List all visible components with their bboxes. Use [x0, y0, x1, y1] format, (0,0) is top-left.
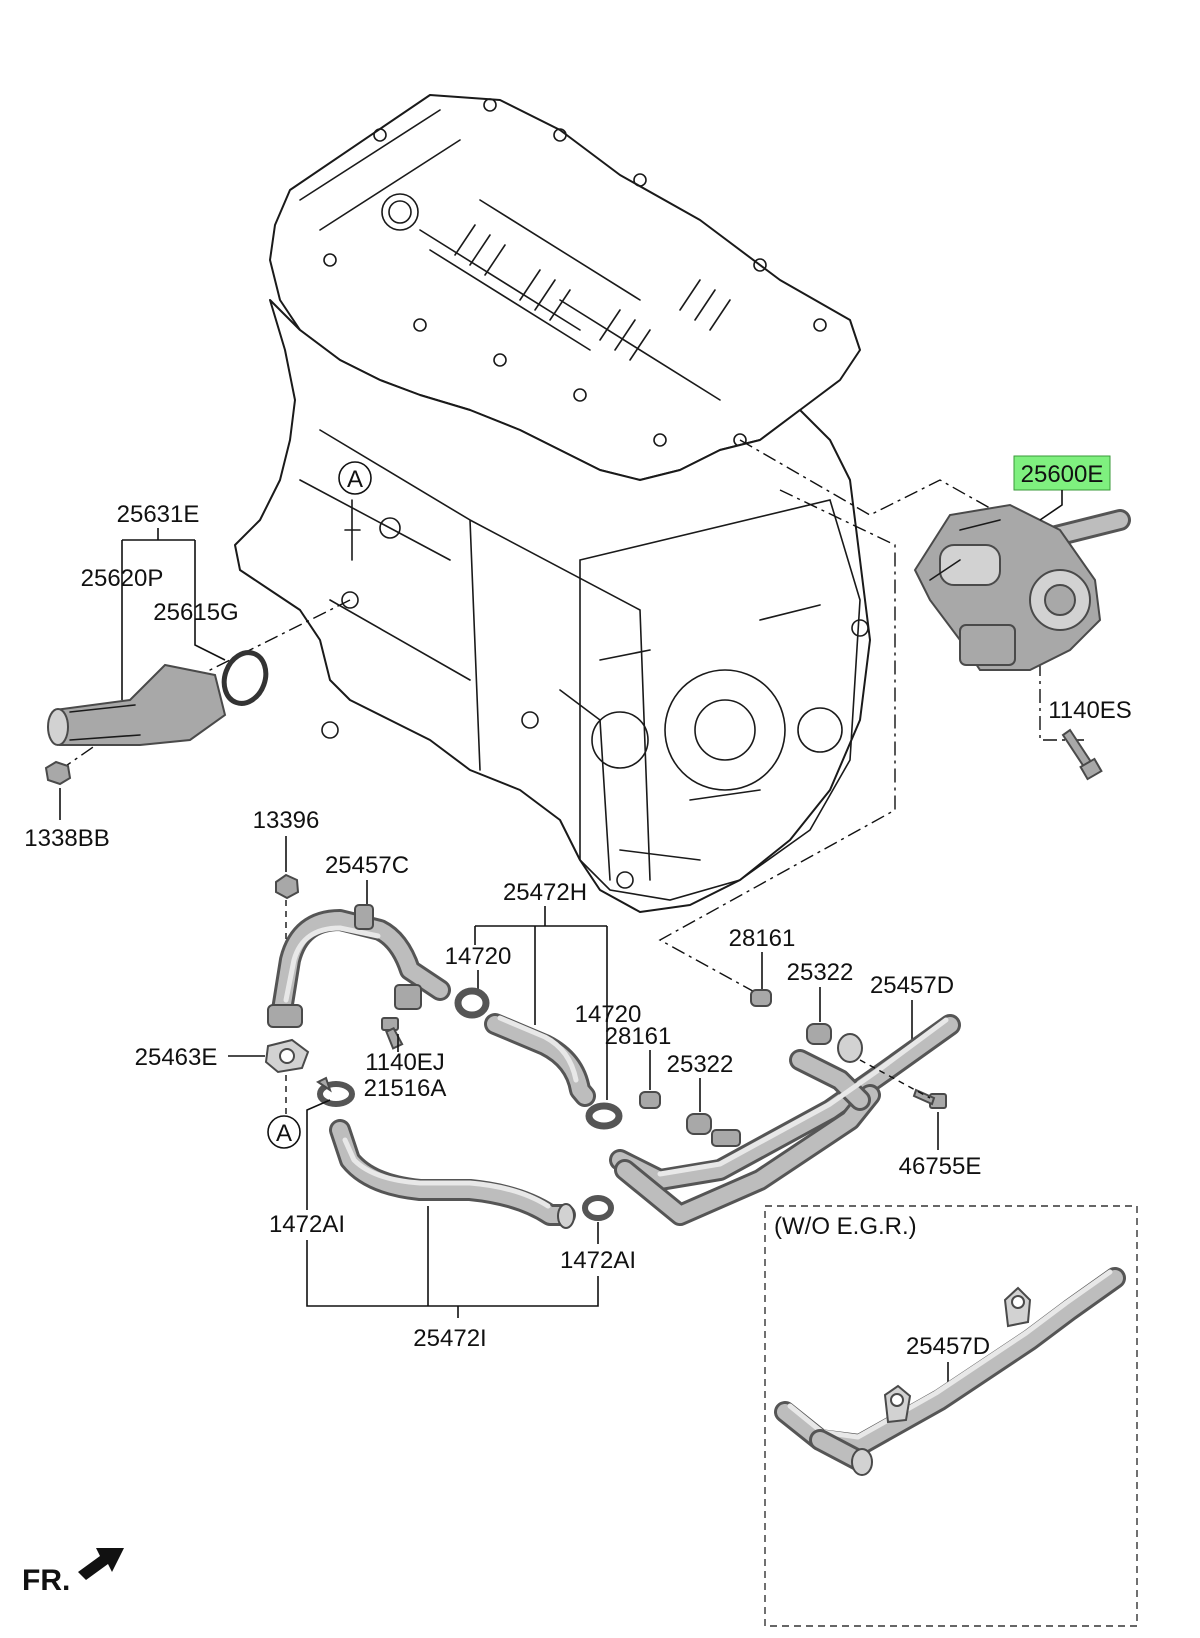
label-1140ej[interactable]: 1140EJ [365, 1049, 445, 1076]
leader-25472i [306, 1099, 599, 1318]
leader-25472h [474, 906, 608, 1100]
gasket-25463e[interactable] [264, 1038, 310, 1074]
label-14720-lower[interactable]: 14720 [575, 1001, 642, 1028]
label-46755e[interactable]: 46755E [899, 1153, 982, 1180]
engine-assembly [234, 94, 871, 913]
guide-line-lower [658, 489, 896, 996]
pipe-25457c[interactable] [267, 904, 451, 1028]
plug-28161-lower[interactable] [639, 1091, 661, 1109]
bolt-1140es[interactable] [1061, 728, 1103, 781]
inset-wo-egr-title: (W/O E.G.R.) [774, 1213, 917, 1240]
clamp-14720-upper[interactable] [454, 987, 490, 1019]
leader-25600e [1039, 490, 1063, 521]
pipe-25457d-main[interactable] [609, 1014, 961, 1226]
front-arrow-icon [78, 1548, 124, 1580]
label-25472h[interactable]: 25472H [503, 879, 587, 906]
label-25472i[interactable]: 25472I [413, 1325, 486, 1352]
guide-line-outlet [59, 599, 351, 771]
label-28161-lower[interactable]: 28161 [605, 1023, 672, 1050]
hose-25472h[interactable] [484, 1013, 596, 1107]
clamp-1472ai-right[interactable] [582, 1195, 614, 1221]
label-25620p[interactable]: 25620P [81, 565, 164, 592]
label-25463e[interactable]: 25463E [135, 1044, 218, 1071]
leader-25631e [121, 528, 226, 700]
bolt-1140ej[interactable] [381, 1017, 404, 1050]
label-1472ai-right[interactable]: 1472AI [560, 1247, 636, 1274]
label-25322-lower[interactable]: 25322 [667, 1051, 734, 1078]
highlight-25600e [1013, 455, 1111, 491]
label-1140es[interactable]: 1140ES [1048, 697, 1132, 724]
cap-25322-upper[interactable] [806, 1023, 832, 1045]
water-control-valve-assembly[interactable] [913, 503, 1131, 671]
label-25322-upper[interactable]: 25322 [787, 959, 854, 986]
label-25615g[interactable]: 25615G [153, 599, 238, 626]
guide-line-water-pump [739, 439, 1021, 526]
label-1472ai-left[interactable]: 1472AI [269, 1211, 345, 1238]
label-14720-upper[interactable]: 14720 [445, 943, 512, 970]
outlet-fitting-25620p[interactable] [47, 663, 227, 746]
front-label: FR. [22, 1564, 70, 1597]
label-25600e[interactable]: 25600E [1021, 461, 1104, 488]
reference-marker-a-lower-label: A [276, 1120, 292, 1147]
clamp-21516a[interactable] [316, 1076, 355, 1107]
cap-25322-lower[interactable] [686, 1113, 712, 1135]
plug-28161-upper[interactable] [750, 989, 772, 1007]
label-13396[interactable]: 13396 [253, 807, 320, 834]
reference-marker-a-engine: A [338, 461, 372, 495]
guide-46755e [859, 1059, 931, 1099]
o-ring-25615g[interactable] [217, 647, 272, 710]
label-1338bb[interactable]: 1338BB [24, 825, 109, 852]
inset-wo-egr-box [764, 1205, 1138, 1627]
hose-25472i[interactable] [329, 1119, 576, 1229]
label-25457d-inset[interactable]: 25457D [906, 1333, 990, 1360]
pipe-25457d-inset[interactable] [774, 1267, 1126, 1476]
nut-13396[interactable] [275, 873, 300, 900]
label-28161-upper[interactable]: 28161 [729, 925, 796, 952]
label-25457c[interactable]: 25457C [325, 852, 409, 879]
label-25457d-main[interactable]: 25457D [870, 972, 954, 999]
label-21516a[interactable]: 21516A [364, 1075, 447, 1102]
bolt-46755e[interactable] [912, 1088, 947, 1109]
label-25631e[interactable]: 25631E [117, 501, 200, 528]
clamp-14720-lower[interactable] [585, 1102, 623, 1130]
reference-marker-a-label: A [347, 466, 363, 493]
nut-1338bb[interactable] [44, 760, 72, 786]
front-direction-indicator: FR. [22, 1548, 124, 1597]
reference-marker-a-lower: A [267, 1115, 301, 1149]
